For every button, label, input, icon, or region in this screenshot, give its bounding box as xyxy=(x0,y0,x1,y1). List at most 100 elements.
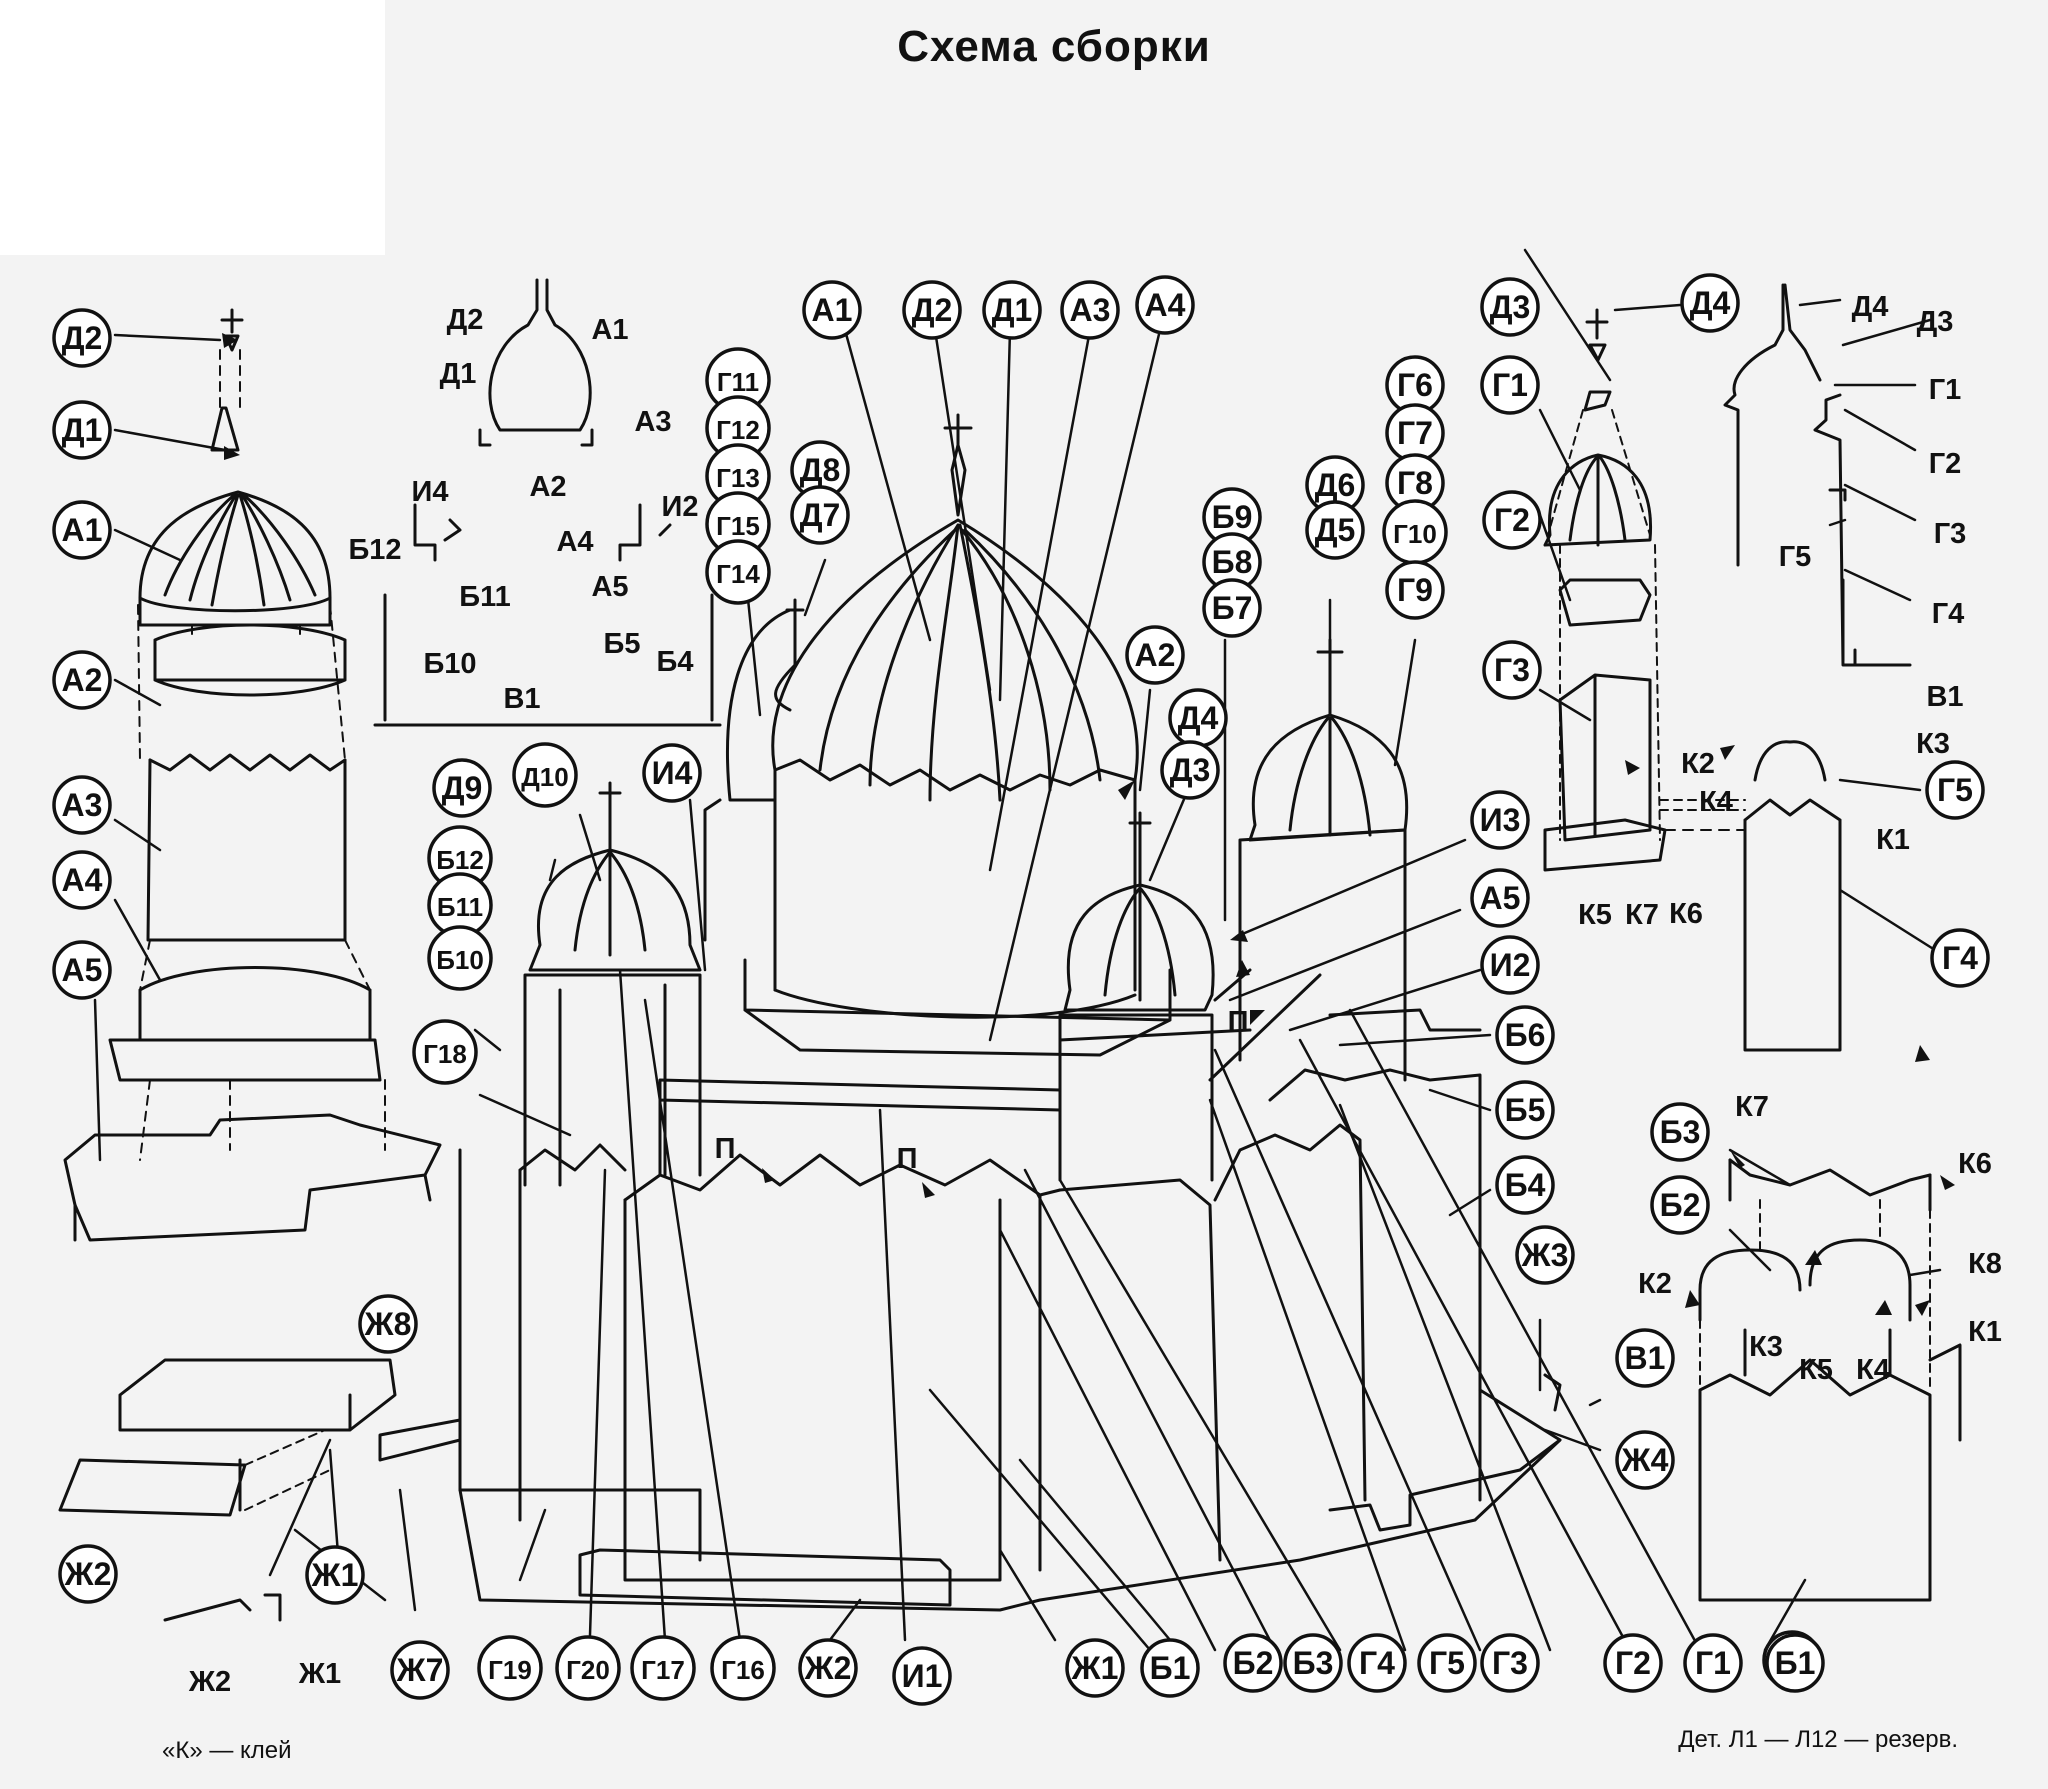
part-label-bottom-0: Ж7 xyxy=(390,1640,450,1700)
label-text: Г2 xyxy=(1615,1645,1651,1681)
part-label-b_detail-4: К8 xyxy=(1968,1248,2002,1280)
part-label-left-5: А4 xyxy=(52,850,112,910)
part-label-left-2: А1 xyxy=(52,500,112,560)
label-text: Д5 xyxy=(1315,512,1356,548)
label-text: Г17 xyxy=(641,1655,685,1685)
part-label-mid-9: Г18 xyxy=(412,1019,478,1085)
part-label-bottom-11: Г4 xyxy=(1347,1633,1407,1693)
part-label-column_b-1: Б8 xyxy=(1202,532,1262,592)
part-label-right_side-0: И3 xyxy=(1470,790,1530,850)
part-label-bottom-8: Б1 xyxy=(1140,1638,1200,1698)
part-label-top-4: А4 xyxy=(1135,275,1195,335)
part-label-tower-1: Д4 xyxy=(1680,273,1740,333)
label-text: Г5 xyxy=(1779,541,1812,573)
label-text: Ж2 xyxy=(64,1556,112,1592)
label-circle xyxy=(1650,1175,1710,1235)
label-text: А2 xyxy=(62,662,103,698)
label-circle xyxy=(1615,1430,1675,1490)
part-label-bottom-5: Ж2 xyxy=(798,1638,858,1698)
label-circle xyxy=(1223,1633,1283,1693)
label-circle xyxy=(642,743,702,803)
label-text: А5 xyxy=(591,571,628,603)
label-text: И4 xyxy=(412,476,449,508)
label-text: А4 xyxy=(556,526,593,558)
label-text: Г5 xyxy=(1429,1645,1465,1681)
part-label-tower-5: Г5 xyxy=(1925,760,1985,820)
label-text: К4 xyxy=(1856,1354,1890,1386)
left-exploded-dome xyxy=(63,308,442,1242)
label-text: В1 xyxy=(503,683,540,715)
label-text: Б1 xyxy=(1150,1650,1191,1686)
part-label-mid-2: Д3 xyxy=(1160,740,1220,800)
part-label-profile-6: Г4 xyxy=(1932,598,1965,630)
part-label-column_d-1: Д7 xyxy=(790,485,850,545)
label-text: Г9 xyxy=(1397,572,1433,608)
label-circle xyxy=(705,539,771,605)
mini-profile xyxy=(373,278,722,727)
label-circle xyxy=(1305,500,1365,560)
label-circle xyxy=(1480,935,1540,995)
part-label-mid-1: Д4 xyxy=(1168,688,1228,748)
leader-lines xyxy=(93,248,1942,1652)
label-text: А3 xyxy=(62,787,103,823)
label-text: А1 xyxy=(812,292,853,328)
label-text: К6 xyxy=(1958,1148,1992,1180)
part-label-tower-4: Г3 xyxy=(1482,640,1542,700)
part-label-left-4: А3 xyxy=(52,775,112,835)
part-label-column_d56-0: Д6 xyxy=(1305,455,1365,515)
label-text: В1 xyxy=(1625,1340,1666,1376)
label-text: Б11 xyxy=(437,892,483,922)
label-text: И2 xyxy=(662,491,699,523)
part-label-bottom-10: Б3 xyxy=(1283,1633,1343,1693)
label-text: Б4 xyxy=(1505,1167,1546,1203)
label-circle xyxy=(1060,280,1120,340)
part-label-mini-4: А2 xyxy=(529,471,566,503)
label-text: Г14 xyxy=(716,559,760,589)
part-label-mini-10: А5 xyxy=(591,571,628,603)
part-label-mid-6: Б12 xyxy=(427,825,493,891)
label-circle xyxy=(1482,640,1542,700)
label-text: Г19 xyxy=(488,1655,532,1685)
part-label-p_marks-2: П xyxy=(897,1143,918,1175)
label-text: Г13 xyxy=(716,463,760,493)
part-label-right_side-7: В1 xyxy=(1615,1328,1675,1388)
part-label-right_side-4: Б5 xyxy=(1495,1080,1555,1140)
part-label-profile-5: Г5 xyxy=(1779,541,1812,573)
part-label-mini-1: Д1 xyxy=(440,358,477,390)
label-circle xyxy=(1202,578,1262,638)
part-label-profile-0: Д4 xyxy=(1852,291,1889,323)
label-text: Г1 xyxy=(1695,1645,1731,1681)
label-text: К2 xyxy=(1638,1268,1672,1300)
part-label-tower_glue-1: К3 xyxy=(1916,728,1950,760)
label-circle xyxy=(432,758,492,818)
label-circle xyxy=(790,485,850,545)
label-text: Б1 xyxy=(1775,1645,1816,1681)
part-label-tower_glue-5: К7 xyxy=(1625,899,1659,931)
label-text: И4 xyxy=(652,755,693,791)
part-label-column_g-3: Г15 xyxy=(705,491,771,557)
front-right-dome xyxy=(1058,811,1215,1182)
label-circle xyxy=(1283,1633,1343,1693)
label-circle xyxy=(52,500,112,560)
label-circle xyxy=(902,280,962,340)
label-text: Б3 xyxy=(1660,1114,1701,1150)
part-label-left-0: Д2 xyxy=(52,308,112,368)
label-text: Б3 xyxy=(1293,1645,1334,1681)
label-circle xyxy=(982,280,1042,340)
part-label-top-3: А3 xyxy=(1060,280,1120,340)
arrows xyxy=(222,333,1955,1316)
label-text: Г4 xyxy=(1932,598,1965,630)
part-label-base_left-0: Ж8 xyxy=(358,1294,418,1354)
part-label-mini-11: Б5 xyxy=(604,628,641,660)
part-label-b_detail-0: Б3 xyxy=(1650,1102,1710,1162)
part-label-top-1: Д2 xyxy=(902,280,962,340)
label-circle xyxy=(512,742,578,808)
part-label-mini-9: И2 xyxy=(662,491,699,523)
label-text: Г2 xyxy=(1929,448,1962,480)
platform-base xyxy=(378,1373,1562,1612)
part-label-bottom-2: Г20 xyxy=(555,1635,621,1701)
part-label-column_b-0: Б9 xyxy=(1202,487,1262,547)
part-labels: Д2Д1А1А2А3А4А5Д2Д1А1А3А2И4Б12Б11А4И2А5Б5… xyxy=(52,273,2002,1706)
part-label-bottom-4: Г16 xyxy=(710,1635,776,1701)
